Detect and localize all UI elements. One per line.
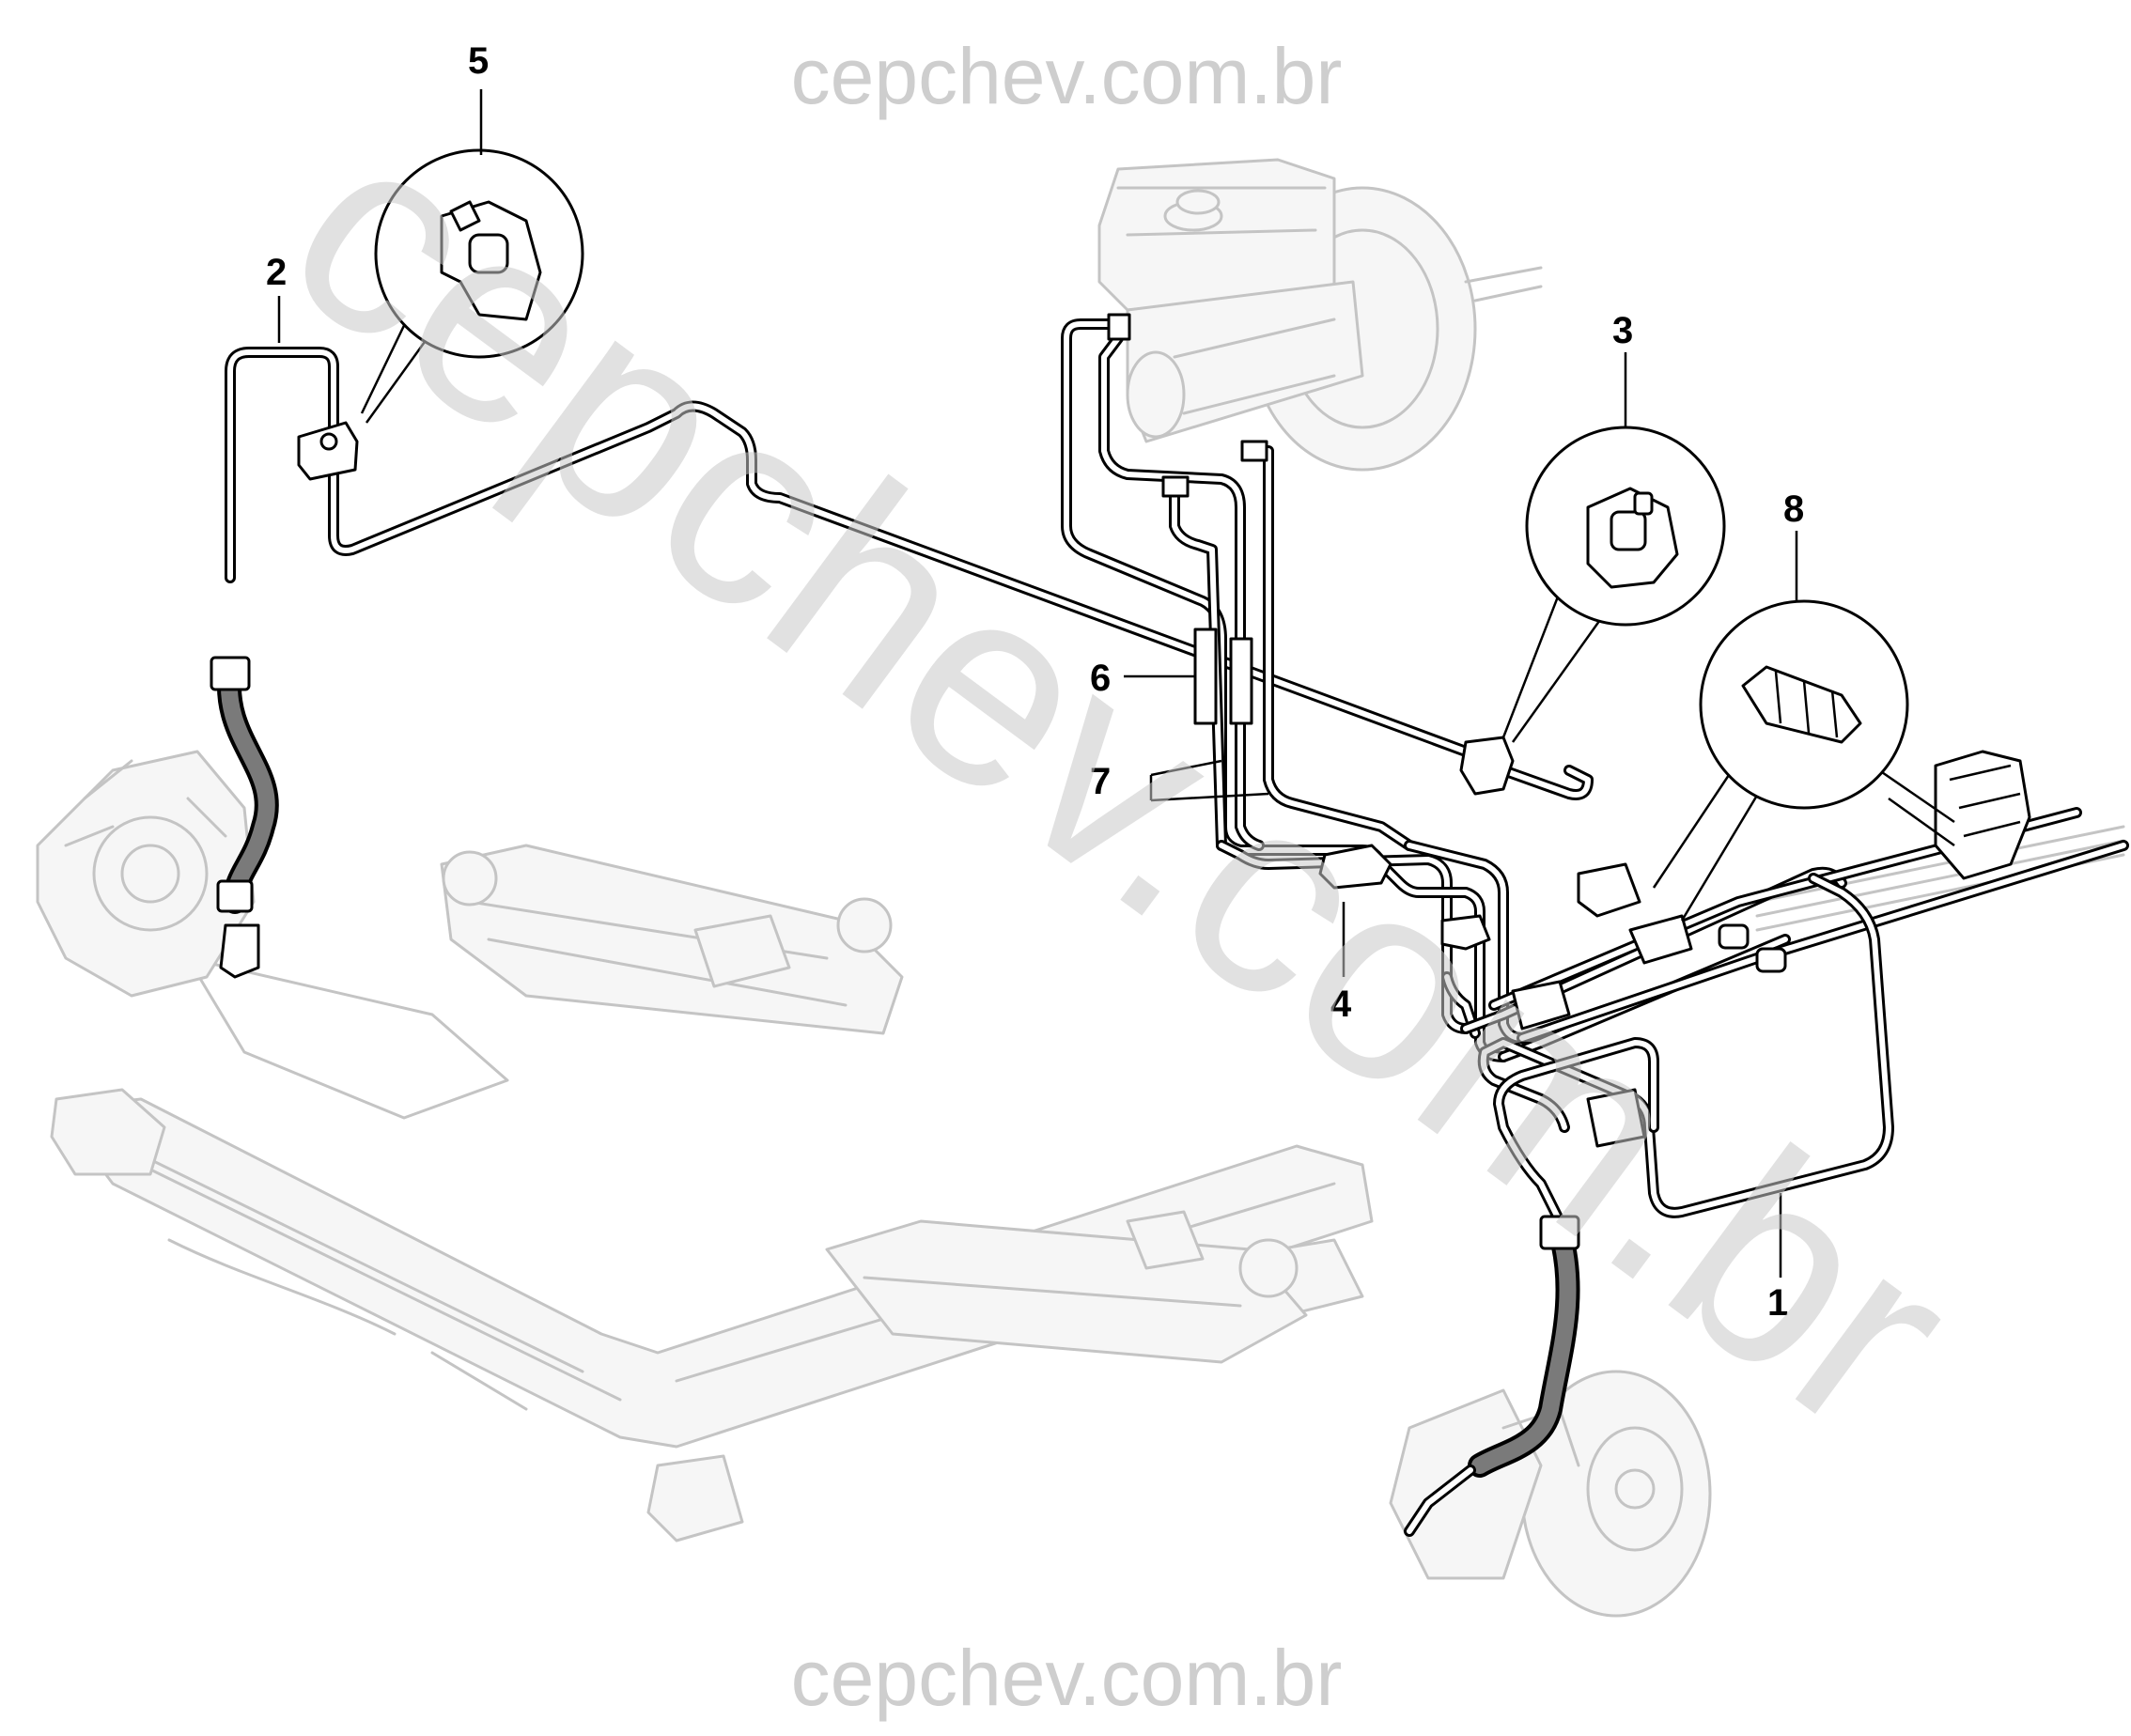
callout-4: 4 [1330, 984, 1352, 1025]
callout-3: 3 [1612, 310, 1633, 351]
right-brake-disc-ghost [1389, 1370, 1712, 1618]
left-control-arm-ghost [186, 844, 904, 1120]
detail-circle-8 [1652, 599, 1955, 922]
clip-8-b [1628, 914, 1693, 965]
union-a [1718, 923, 1750, 950]
clip-8-a [1577, 862, 1641, 918]
callout-8: 8 [1783, 488, 1804, 530]
clip-4-on-line [1318, 844, 1392, 890]
callout-1: 1 [1767, 1282, 1788, 1324]
watermark-bottom: cepchev.com.br [791, 1634, 1343, 1722]
caliper-banjo-left [219, 923, 260, 979]
clip-left-front [297, 421, 359, 481]
right-front-hose [1404, 1215, 1580, 1537]
master-cylinder-ghost [1097, 158, 1364, 443]
left-front-hose [210, 656, 279, 979]
mc-fitting-2 [1161, 475, 1190, 498]
callout-numbers: 5 2 3 8 6 7 4 1 [266, 40, 1804, 1324]
right-control-arm-ghost [825, 1210, 1308, 1364]
clip-8-c [1511, 980, 1571, 1031]
callout-6: 6 [1090, 658, 1111, 699]
hose-fitting-upper-right [1539, 1215, 1580, 1250]
detail-circle-5 [360, 148, 584, 424]
bracket-right-front [1586, 1088, 1646, 1148]
callout-5: 5 [468, 40, 489, 82]
clip-8-far-right [1934, 750, 2031, 880]
parts-on-lines [297, 313, 2031, 1148]
clip-on-line-b [1440, 914, 1491, 951]
callout-7: 7 [1090, 761, 1111, 802]
mc-fitting-3 [1240, 440, 1268, 462]
bracket-6b [1229, 637, 1253, 725]
callout-2: 2 [266, 252, 287, 293]
detail-circle-3 [1501, 426, 1726, 743]
clip-3-on-line [1459, 736, 1515, 796]
watermark-top: cepchev.com.br [791, 32, 1343, 120]
hose-fitting-upper-left [210, 656, 251, 691]
hose-fitting-lower-left [216, 879, 254, 913]
mc-fitting-1 [1107, 313, 1131, 341]
union-b [1755, 947, 1787, 973]
callout-leaders [277, 89, 1798, 1278]
